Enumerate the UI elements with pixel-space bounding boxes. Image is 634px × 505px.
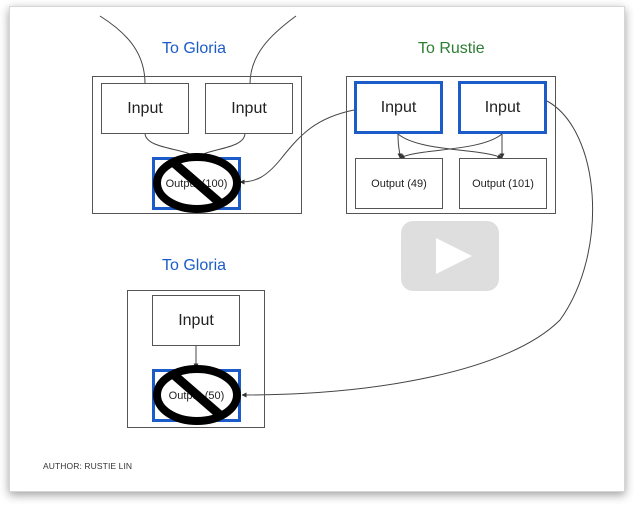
no-symbol-icon	[153, 365, 241, 425]
incoming-arc-left	[99, 15, 146, 85]
group-box-rustie	[346, 76, 556, 214]
incoming-arc-right	[249, 15, 297, 85]
author-credit: AUTHOR: RUSTIE LIN	[43, 461, 133, 471]
no-symbol-icon	[153, 153, 241, 213]
group-title-rustie: To Rustie	[418, 40, 485, 57]
edge-g2-in1-g1-out	[239, 109, 355, 185]
input-node-highlighted: Input	[458, 81, 547, 134]
output-node: Output (49)	[355, 158, 443, 209]
input-node: Input	[205, 83, 293, 134]
play-button[interactable]	[401, 221, 499, 291]
group-title-gloria-1: To Gloria	[162, 40, 227, 57]
edge-g2-in2-out1	[399, 133, 503, 159]
output-node: Output (101)	[459, 158, 547, 209]
edge-g2-in2-g3-out	[241, 100, 593, 398]
input-node: Input	[101, 83, 189, 134]
input-node-highlighted: Input	[354, 81, 443, 134]
input-node: Input	[152, 295, 240, 346]
group-box-gloria-1	[92, 76, 302, 214]
group-box-gloria-2	[127, 290, 265, 428]
play-icon	[436, 238, 472, 274]
group-title-gloria-2: To Gloria	[162, 257, 227, 274]
